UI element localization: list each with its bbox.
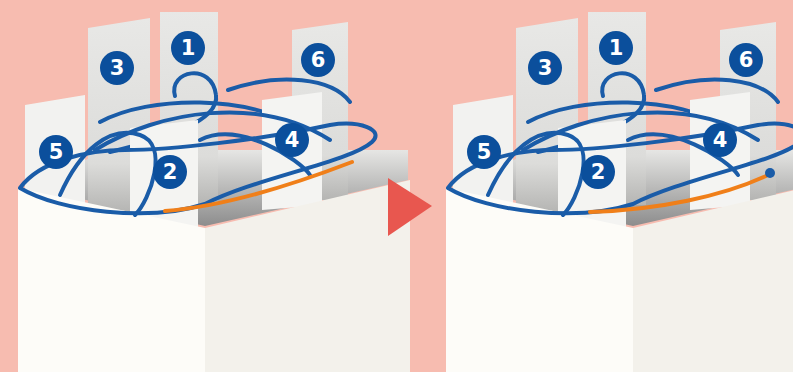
box-illustration bbox=[446, 12, 793, 372]
callout-number: 3 bbox=[528, 51, 562, 85]
callout-number: 5 bbox=[467, 135, 501, 169]
callout-number: 5 bbox=[39, 135, 73, 169]
callout-number: 2 bbox=[153, 155, 187, 189]
callout-number: 2 bbox=[581, 155, 615, 189]
knot bbox=[765, 168, 775, 178]
callout-number: 1 bbox=[599, 31, 633, 65]
orange-string bbox=[590, 176, 766, 212]
callout-number: 1 bbox=[171, 31, 205, 65]
callout-number: 3 bbox=[100, 51, 134, 85]
orange-string bbox=[165, 162, 352, 211]
arrow-symbol bbox=[388, 178, 432, 236]
callout-number: 6 bbox=[301, 43, 335, 77]
box-illustration-after bbox=[446, 12, 793, 372]
callout-number: 6 bbox=[729, 43, 763, 77]
callout-number: 4 bbox=[703, 123, 737, 157]
callout-number: 4 bbox=[275, 123, 309, 157]
box-illustration bbox=[18, 12, 410, 372]
